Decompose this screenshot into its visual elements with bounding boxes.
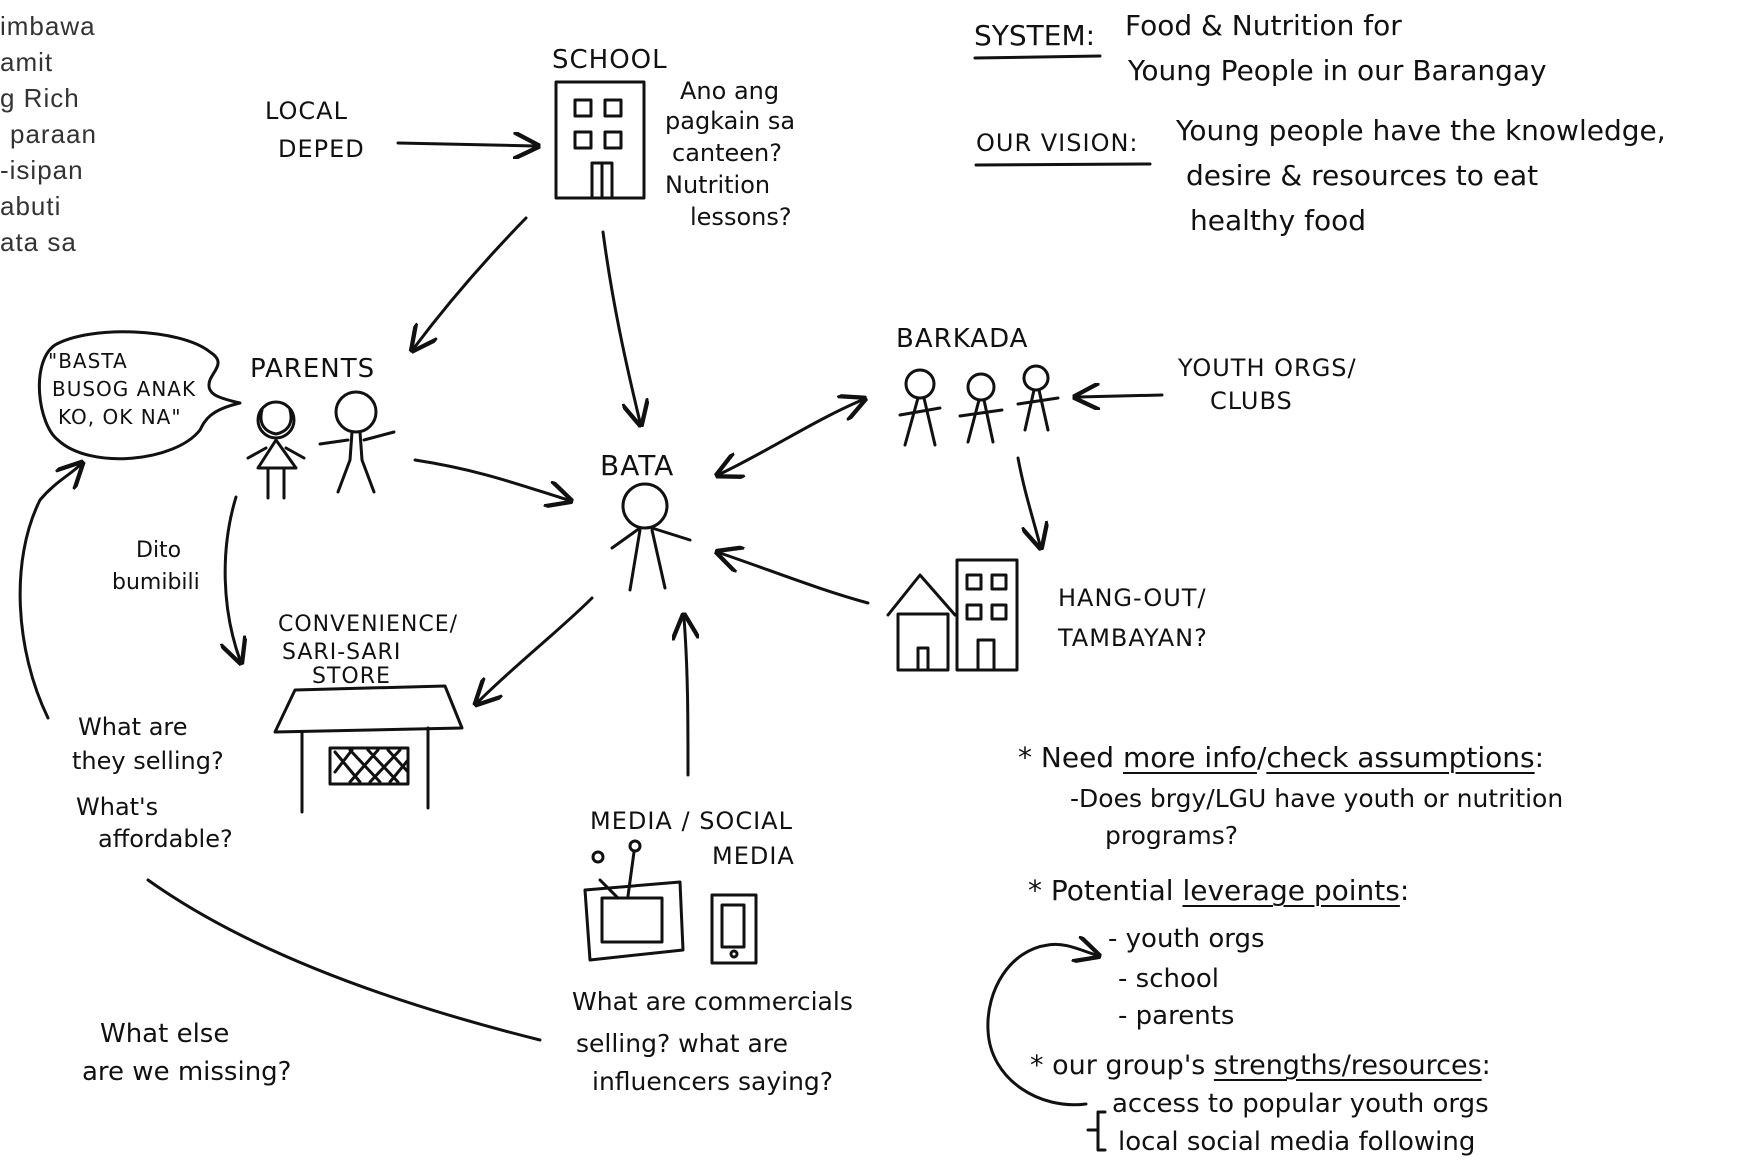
separator: / bbox=[1256, 741, 1267, 774]
vision-line1: Young people have the knowledge, bbox=[1176, 114, 1666, 147]
left-fragment: amit bbox=[0, 47, 54, 77]
missing-note: What else bbox=[100, 1019, 230, 1049]
more-info-text: more info bbox=[1122, 741, 1257, 774]
selling-note: What are bbox=[78, 713, 188, 741]
arrow-bata-barkada bbox=[720, 400, 862, 474]
leverage-prefix: Potential bbox=[1050, 874, 1174, 907]
resource-item: access to popular youth orgs bbox=[1112, 1089, 1489, 1119]
arrow-bata-to-store bbox=[478, 596, 594, 702]
left-fragment: g Rich bbox=[0, 83, 80, 113]
does-brgy-note: -Does brgy/LGU have youth or nutrition bbox=[1070, 784, 1564, 813]
does-brgy-note: programs? bbox=[1105, 821, 1239, 850]
leverage-item: - parents bbox=[1118, 1001, 1235, 1031]
vision-line2: desire & resources to eat bbox=[1186, 159, 1539, 192]
tv-phone-icon bbox=[583, 839, 758, 965]
canteen-note: Ano ang bbox=[680, 77, 780, 105]
left-fragment: ata sa bbox=[0, 227, 77, 257]
vision-line3: healthy food bbox=[1190, 204, 1366, 237]
school-building-icon bbox=[554, 80, 646, 200]
arrow-barkada-to-hangout bbox=[1016, 456, 1040, 545]
arrow-school-to-bata bbox=[601, 230, 640, 422]
school-label: SCHOOL bbox=[552, 45, 668, 75]
store-label-line2: SARI-SARI bbox=[282, 640, 402, 665]
selling-note: they selling? bbox=[72, 747, 224, 775]
left-fragment: -isipan bbox=[0, 155, 84, 185]
deped-label: DEPED bbox=[278, 135, 365, 163]
tambayan-label: TAMBAYAN? bbox=[1058, 624, 1208, 652]
arrow-parents-to-store bbox=[225, 495, 240, 660]
check-assumptions-text: check assumptions bbox=[1266, 741, 1535, 774]
leverage-item: - school bbox=[1118, 964, 1220, 994]
left-fragment: abuti bbox=[0, 191, 62, 221]
parents-figures-icon bbox=[246, 390, 396, 500]
store-label-line3: STORE bbox=[312, 664, 391, 689]
strengths-resources-text: strengths/resources bbox=[1213, 1050, 1482, 1081]
star-bullet: * bbox=[1030, 1050, 1044, 1081]
bubble-quote: "BASTA bbox=[48, 349, 128, 373]
parents-label: PARENTS bbox=[250, 354, 376, 384]
commercials-note: selling? what are bbox=[576, 1029, 788, 1058]
bata-figure-icon bbox=[610, 482, 692, 592]
arrow-parents-to-bata bbox=[413, 458, 568, 500]
selling-note: affordable? bbox=[98, 825, 233, 853]
left-fragment: paraan bbox=[10, 119, 97, 149]
left-fragment: imbawa bbox=[0, 11, 96, 41]
dito-note: bumibili bbox=[112, 570, 200, 595]
arrow-youthorgs-to-barkada bbox=[1078, 395, 1164, 397]
arrow-school-to-parents bbox=[414, 216, 528, 348]
colon: : bbox=[1534, 741, 1545, 774]
system-underline bbox=[973, 54, 1102, 60]
canteen-note: lessons? bbox=[690, 203, 792, 231]
media-label-line1: MEDIA / SOCIAL bbox=[590, 807, 793, 835]
commercials-note: What are commercials bbox=[572, 987, 853, 1016]
missing-note: are we missing? bbox=[82, 1057, 292, 1087]
youth-orgs-label: YOUTH ORGS/ bbox=[1178, 354, 1357, 382]
commercials-note: influencers saying? bbox=[592, 1067, 834, 1096]
vision-underline bbox=[974, 162, 1152, 167]
store-label-line1: CONVENIENCE/ bbox=[278, 612, 459, 637]
dito-note: Dito bbox=[136, 538, 182, 563]
resource-item: local social media following bbox=[1118, 1127, 1476, 1157]
system-title-line2: Young People in our Barangay bbox=[1128, 54, 1547, 87]
system-title-line1: Food & Nutrition for bbox=[1125, 9, 1402, 42]
barkada-figures-icon bbox=[898, 364, 1060, 447]
star-bullet: * bbox=[1018, 741, 1032, 774]
sari-sari-store-icon bbox=[273, 684, 464, 814]
bata-label: BATA bbox=[600, 449, 675, 482]
barkada-label: BARKADA bbox=[896, 324, 1029, 354]
colon: : bbox=[1481, 1050, 1491, 1081]
clubs-label: CLUBS bbox=[1210, 387, 1293, 415]
arrow-deped-to-school bbox=[396, 143, 535, 146]
speech-bubble bbox=[37, 330, 242, 461]
need-prefix: Need bbox=[1040, 741, 1115, 774]
arrow-selling-to-bubble bbox=[18, 465, 80, 720]
hangout-buildings-icon bbox=[886, 558, 1019, 672]
leverage-line: * Potential leverage points: bbox=[1028, 874, 1410, 907]
strengths-prefix: our group's bbox=[1052, 1050, 1206, 1081]
leverage-points-text: leverage points bbox=[1182, 874, 1400, 907]
need-info-line: * Need more info/check assumptions: bbox=[1018, 741, 1545, 774]
leverage-item: - youth orgs bbox=[1108, 924, 1265, 954]
colon: : bbox=[1399, 874, 1410, 907]
local-label: LOCAL bbox=[265, 97, 348, 125]
arrow-hangout-to-bata bbox=[720, 553, 870, 605]
canteen-note: pagkain sa bbox=[665, 107, 796, 135]
canteen-note: canteen? bbox=[672, 139, 783, 167]
vision-label: OUR VISION: bbox=[976, 129, 1139, 157]
selling-note: What's bbox=[76, 793, 159, 821]
canteen-note: Nutrition bbox=[665, 171, 771, 199]
hangout-label: HANG-OUT/ bbox=[1058, 584, 1207, 612]
resources-bracket-arrow bbox=[986, 944, 1096, 1107]
strengths-line: * our group's strengths/resources: bbox=[1030, 1050, 1491, 1081]
system-label: SYSTEM: bbox=[974, 19, 1096, 52]
media-label-line2: MEDIA bbox=[712, 842, 795, 870]
star-bullet: * bbox=[1028, 874, 1042, 907]
resources-brace bbox=[1086, 1110, 1107, 1152]
bubble-quote: KO, OK NA" bbox=[58, 405, 182, 429]
missing-to-commercials-line bbox=[146, 878, 542, 1042]
bubble-quote: BUSOG ANAK bbox=[52, 377, 197, 401]
arrow-media-to-bata bbox=[684, 618, 688, 777]
